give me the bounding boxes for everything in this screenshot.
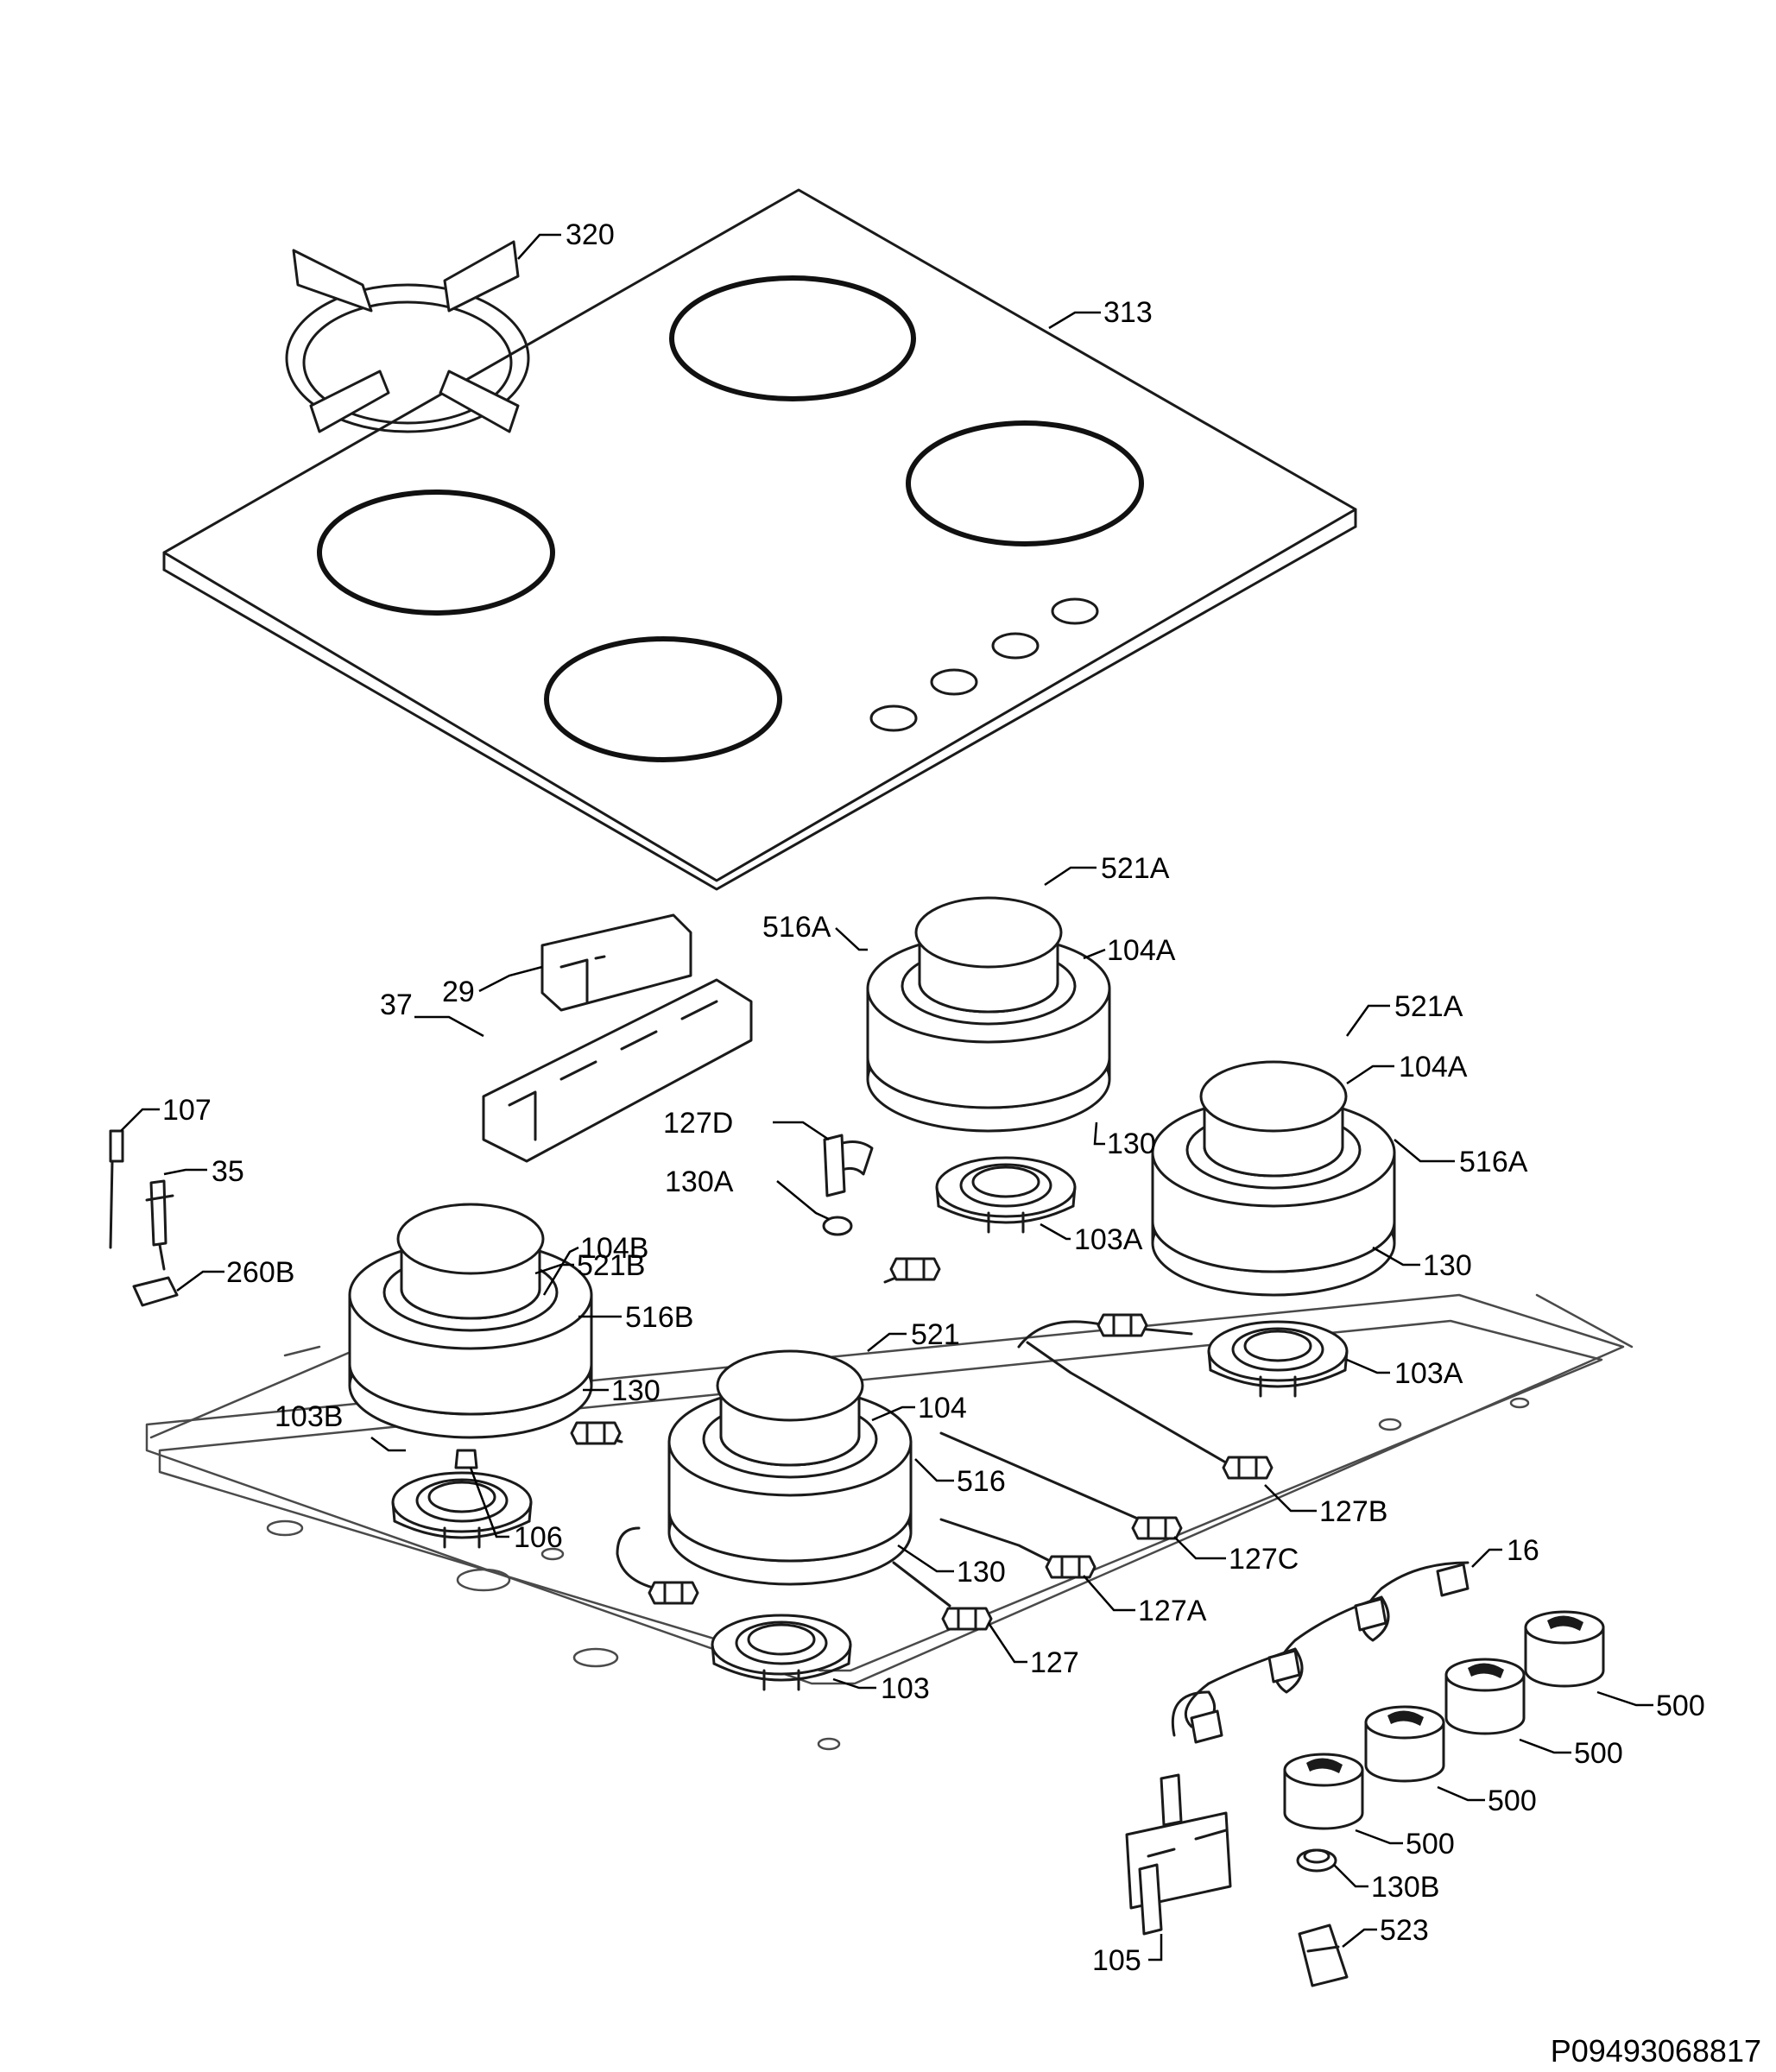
thermocouple-harness [1171, 1561, 1469, 1744]
label-104: 104 [918, 1392, 967, 1424]
label-500-2: 500 [1574, 1737, 1623, 1770]
knob-spring-clip [1298, 1924, 1349, 1987]
burner-516-front [667, 1349, 913, 1586]
burner-base-103B [391, 1471, 533, 1549]
label-127D: 127D [663, 1107, 733, 1140]
label-130-3: 130 [611, 1374, 660, 1407]
label-107: 107 [162, 1094, 212, 1127]
label-105: 105 [1092, 1944, 1141, 1977]
label-130A: 130A [665, 1166, 734, 1198]
label-127C: 127C [1229, 1543, 1299, 1576]
label-104A-1: 104A [1107, 934, 1176, 967]
label-260B: 260B [226, 1256, 294, 1289]
label-127A: 127A [1138, 1595, 1207, 1627]
label-35: 35 [212, 1155, 244, 1188]
control-knob-2 [1444, 1658, 1526, 1735]
label-16: 16 [1507, 1534, 1539, 1567]
gas-pipes [570, 1257, 1274, 1631]
ignition-switch [482, 978, 753, 1163]
label-516A-2: 516A [1459, 1146, 1528, 1178]
label-313: 313 [1103, 296, 1153, 329]
injector [454, 1449, 478, 1469]
document-code: P09493068817 [1551, 2033, 1761, 2069]
label-104A-2: 104A [1399, 1051, 1468, 1083]
gas-valve [1125, 1773, 1232, 1936]
electrode-clip [132, 1276, 179, 1307]
label-103A-2: 103A [1394, 1357, 1463, 1390]
label-500-1: 500 [1656, 1690, 1705, 1722]
seal-ring [822, 1216, 853, 1236]
label-130-1: 130 [1107, 1128, 1156, 1160]
thermocouple [109, 1129, 124, 1249]
label-103B: 103B [275, 1400, 343, 1433]
part-labels: 320 313 521A 516A 104A 29 37 107 35 127D… [162, 218, 1705, 1977]
ignition-electrode [145, 1179, 174, 1271]
label-127B: 127B [1319, 1495, 1387, 1528]
label-37: 37 [380, 989, 413, 1021]
label-516A-1: 516A [762, 911, 831, 944]
label-500-3: 500 [1488, 1785, 1537, 1817]
label-29: 29 [442, 976, 475, 1008]
label-103A-1: 103A [1074, 1223, 1143, 1256]
label-500-4: 500 [1406, 1828, 1455, 1860]
label-130B: 130B [1371, 1871, 1439, 1904]
elbow-connector [823, 1134, 874, 1197]
knob-seal-ring [1296, 1848, 1337, 1873]
burner-base-103 [711, 1614, 852, 1691]
label-127: 127 [1030, 1646, 1079, 1679]
burner-base-103A-right [1207, 1320, 1349, 1398]
ignition-generator [540, 913, 692, 1012]
burner-base-103A-rear [935, 1156, 1077, 1234]
label-521A-2: 521A [1394, 990, 1463, 1023]
label-106: 106 [514, 1521, 563, 1554]
hob-base-pan [145, 1293, 1634, 1751]
label-320: 320 [566, 218, 615, 251]
label-523: 523 [1380, 1914, 1429, 1947]
label-521B: 521B [577, 1249, 645, 1282]
leader-lines [120, 233, 1653, 1961]
control-knob-1 [1524, 1610, 1605, 1688]
label-103: 103 [881, 1672, 930, 1705]
control-knob-4 [1283, 1753, 1364, 1830]
label-516: 516 [957, 1465, 1006, 1498]
burner-516B-left [348, 1203, 593, 1439]
glass-top-plate [162, 188, 1357, 891]
label-521: 521 [911, 1318, 960, 1351]
label-521A-1: 521A [1101, 852, 1170, 885]
pan-support [285, 240, 530, 433]
label-516B: 516B [625, 1301, 693, 1334]
label-130-4: 130 [957, 1556, 1006, 1589]
burner-516A-rear [866, 896, 1111, 1133]
control-knob-3 [1364, 1705, 1445, 1783]
label-130-2: 130 [1423, 1249, 1472, 1282]
label-104B: 104B [580, 1232, 648, 1265]
burner-516A-right [1151, 1060, 1396, 1297]
